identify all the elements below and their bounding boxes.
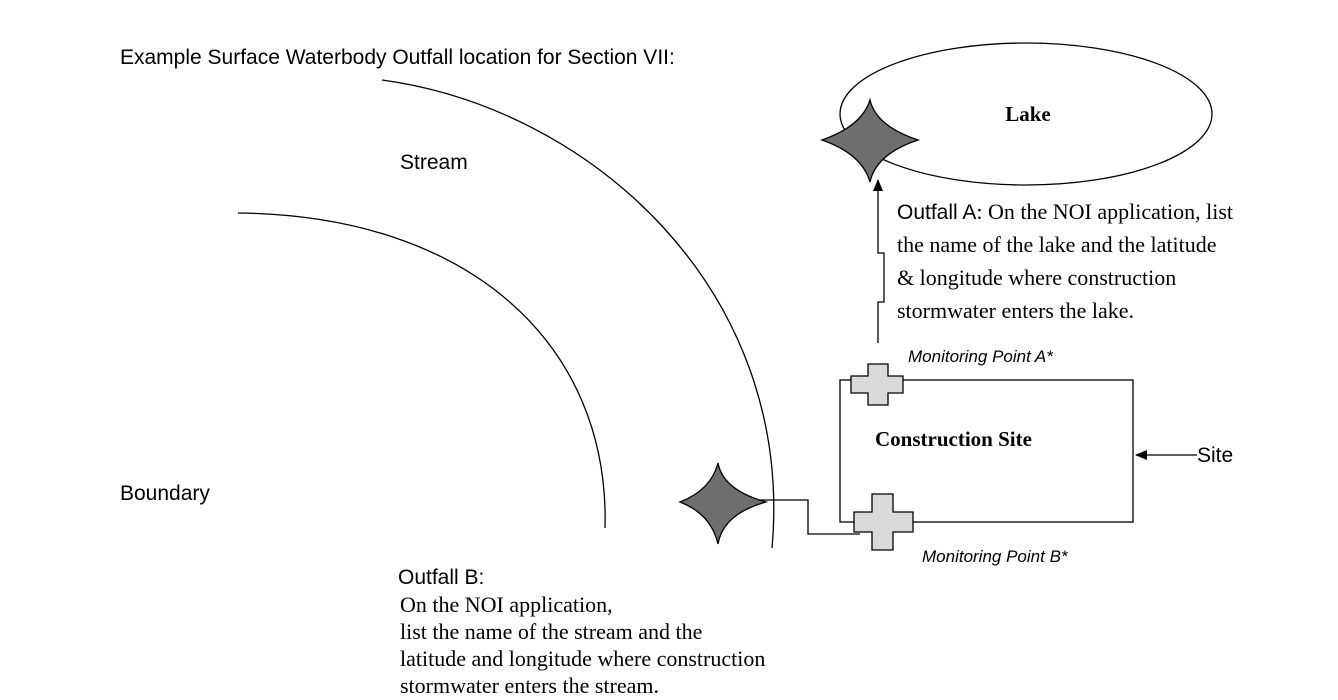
outfall-b-flow-arrow	[727, 495, 860, 535]
outfall-a-line-1: : On the NOI application, list	[976, 199, 1233, 224]
outfall-a-marker	[820, 97, 921, 183]
outfall-a-line-3: & longitude where construction	[897, 265, 1176, 290]
outfall-a-line-4: stormwater enters the lake.	[897, 298, 1134, 323]
stream-inner-bank	[237, 212, 606, 529]
outfall-a-flow-arrow	[873, 179, 885, 343]
outfall-a-line-2: the name of the lake and the latitude	[897, 232, 1216, 257]
monitoring-point-a-marker	[850, 363, 904, 406]
construction-site-label: Construction Site	[875, 427, 1032, 451]
outfall-b-line-2: list the name of the stream and the	[400, 619, 702, 644]
stream-outer-bank	[381, 79, 775, 549]
stream-label: Stream	[400, 151, 468, 174]
site-label: Site	[1197, 444, 1233, 467]
lake-shape	[839, 42, 1213, 186]
outfall-b-marker	[678, 462, 769, 545]
boundary-label: Boundary	[120, 482, 210, 505]
outfall-a-heading: Outfall A: On the NOI application, list	[897, 199, 1233, 224]
monitoring-point-b-marker	[853, 493, 914, 551]
lake-label: Lake	[1005, 102, 1051, 126]
outfall-a-heading-text: Outfall A	[897, 201, 976, 224]
monitoring-point-a-label: Monitoring Point A*	[908, 347, 1054, 366]
outfall-b-line-3: latitude and longitude where constructio…	[400, 646, 765, 671]
outfall-b-heading: Outfall B:	[398, 566, 484, 589]
outfall-b-heading-suffix: :	[479, 566, 485, 589]
outfall-b-line-1: On the NOI application,	[400, 592, 613, 617]
construction-site-boundary	[839, 379, 1134, 523]
monitoring-point-b-label: Monitoring Point B*	[922, 547, 1069, 566]
diagram-title: Example Surface Waterbody Outfall locati…	[120, 46, 675, 69]
outfall-b-line-4: stormwater enters the stream.	[400, 673, 659, 698]
outfall-b-heading-text: Outfall B	[398, 566, 479, 589]
